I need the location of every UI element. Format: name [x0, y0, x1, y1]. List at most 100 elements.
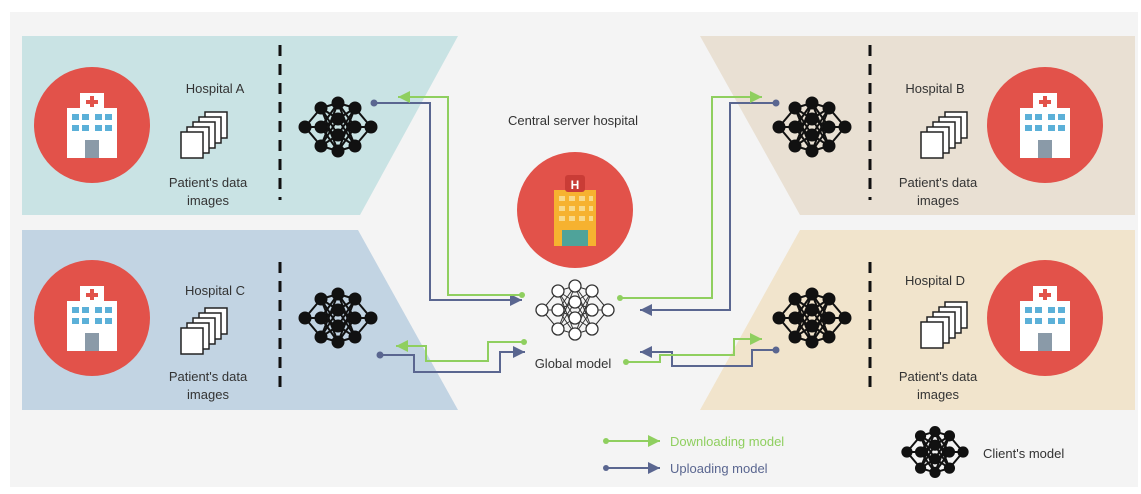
nn-connection	[337, 102, 356, 147]
hospital-d-upload-path	[640, 346, 776, 367]
central-server-hospital-icon: H	[517, 152, 633, 268]
nn-connection	[934, 431, 951, 469]
nn-node	[314, 139, 328, 153]
nn-node	[331, 128, 345, 142]
hospital-b-images-icon	[920, 111, 968, 159]
nn-node	[568, 279, 582, 293]
central-server-title: Central server hospital	[508, 113, 638, 128]
nn-node	[788, 101, 802, 115]
nn-node	[929, 439, 941, 451]
hospital-a-client-model-icon	[298, 96, 378, 158]
nn-connection	[934, 435, 951, 473]
nn-node	[805, 144, 819, 158]
hospital-a-icon	[34, 67, 150, 183]
hospital-a-name: Hospital A	[186, 81, 245, 96]
nn-node	[314, 330, 328, 344]
nn-node	[364, 311, 378, 325]
nn-node	[929, 453, 941, 465]
nn-node	[822, 120, 836, 134]
hospital-c-download-path	[396, 340, 524, 362]
nn-connection	[320, 298, 339, 343]
nn-node	[838, 120, 852, 134]
hospital-d-data-label-2: images	[917, 387, 959, 402]
nn-node	[805, 112, 819, 126]
nn-connection	[794, 102, 813, 147]
nn-node	[535, 303, 549, 317]
nn-node	[298, 311, 312, 325]
hospital-c-data-label-1: Patient's data	[169, 369, 248, 384]
panel-hospital-a	[22, 36, 458, 215]
nn-node	[568, 295, 582, 309]
nn-node	[805, 319, 819, 333]
hospital-b-client-model-icon	[772, 96, 852, 158]
nn-connection	[811, 107, 830, 152]
hospital-d-icon	[987, 260, 1103, 376]
nn-node	[348, 330, 362, 344]
nn-node	[822, 292, 836, 306]
hospital-c-client-model-icon	[298, 287, 378, 349]
nn-connection	[320, 293, 339, 338]
nn-node	[914, 462, 927, 474]
nn-node	[838, 311, 852, 325]
hospital-b-group: Hospital B Patient's data images	[868, 45, 1103, 208]
nn-node	[568, 327, 582, 341]
nn-node	[331, 319, 345, 333]
nn-node	[348, 120, 362, 134]
hospital-a-download-path	[398, 91, 522, 296]
nn-node	[929, 466, 941, 478]
nn-node	[551, 284, 565, 298]
hospital-b-upload-path	[640, 102, 776, 316]
nn-connection	[320, 102, 339, 147]
nn-node	[348, 311, 362, 325]
hospital-b-name: Hospital B	[905, 81, 964, 96]
nn-connection	[919, 435, 936, 473]
hospital-c-name: Hospital C	[185, 283, 245, 298]
nn-node	[331, 112, 345, 126]
nn-node	[331, 335, 345, 349]
nn-node	[772, 311, 786, 325]
nn-node	[943, 446, 956, 458]
nn-node	[331, 96, 345, 110]
nn-node	[805, 335, 819, 349]
nn-node	[943, 430, 956, 442]
nn-node	[805, 128, 819, 142]
hospital-d-group: Hospital D Patient's data images	[868, 260, 1103, 402]
hospital-d-name: Hospital D	[905, 273, 965, 288]
legend-client-label: Client's model	[983, 446, 1064, 461]
nn-node	[914, 446, 927, 458]
hospital-a-images-icon	[180, 111, 228, 159]
nn-node	[314, 292, 328, 306]
nn-connection	[574, 285, 593, 330]
hospital-c-icon	[34, 260, 150, 376]
nn-node	[601, 303, 615, 317]
nn-node	[788, 139, 802, 153]
central-server-badge: H	[571, 178, 580, 192]
nn-node	[551, 322, 565, 336]
panel-hospital-c	[22, 230, 458, 410]
nn-node	[929, 426, 941, 438]
nn-node	[348, 292, 362, 306]
nn-node	[772, 120, 786, 134]
nn-node	[788, 311, 802, 325]
nn-node	[331, 287, 345, 301]
hospital-a-data-label-2: images	[187, 193, 229, 208]
nn-node	[551, 303, 565, 317]
connections	[374, 91, 776, 373]
nn-node	[788, 292, 802, 306]
nn-connection	[919, 431, 936, 469]
legend-upload-label: Uploading model	[670, 461, 768, 476]
nn-node	[805, 96, 819, 110]
nn-connection	[337, 107, 356, 152]
path-endpoints	[370, 99, 780, 365]
nn-node	[805, 287, 819, 301]
hospital-b-download-path	[620, 91, 762, 299]
nn-node	[331, 303, 345, 317]
hospital-d-data-label-1: Patient's data	[899, 369, 978, 384]
nn-connection	[557, 285, 576, 330]
nn-node	[943, 462, 956, 474]
nn-node	[364, 120, 378, 134]
nn-node	[822, 139, 836, 153]
nn-connection	[337, 293, 356, 338]
